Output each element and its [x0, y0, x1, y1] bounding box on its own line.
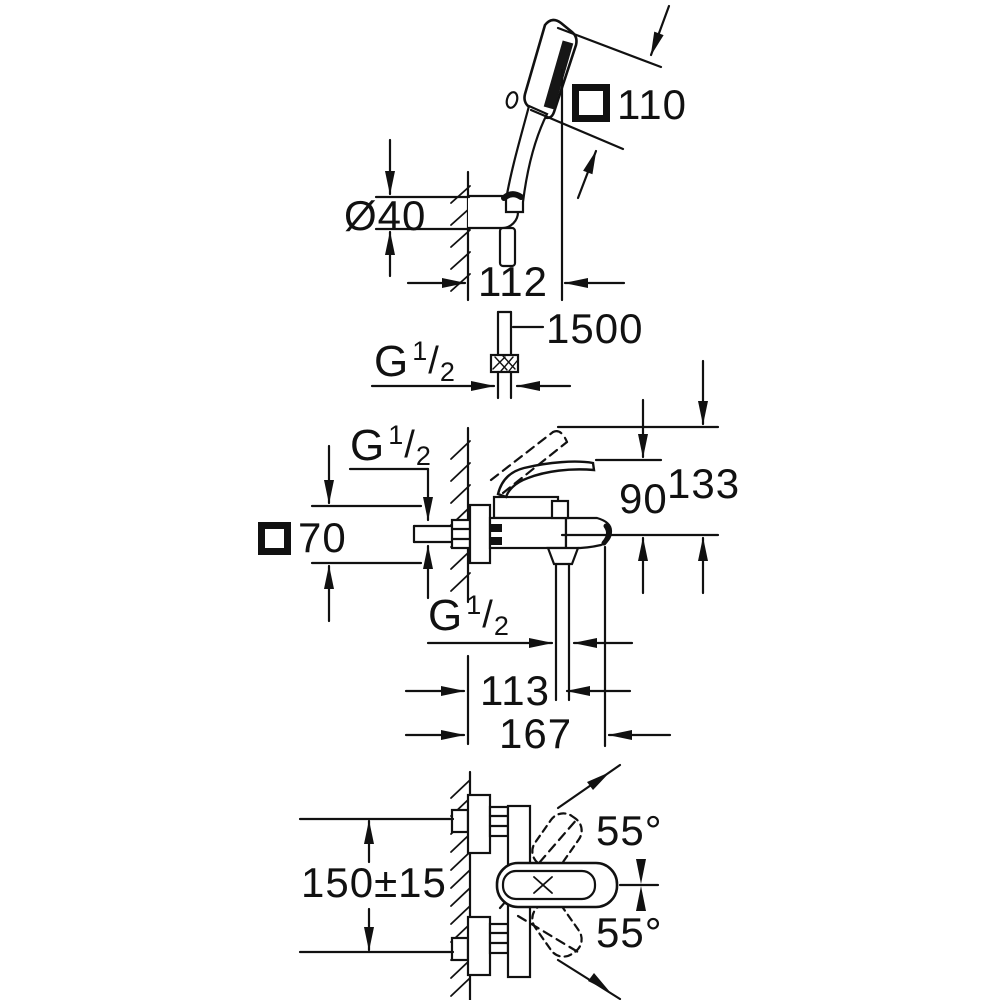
escutcheon — [466, 793, 492, 855]
mixer-side-view — [310, 359, 720, 748]
lever-raised-dashed — [489, 430, 569, 495]
mixer-top-view — [298, 763, 660, 1000]
dim-112 — [406, 68, 626, 302]
union-nut — [491, 537, 502, 545]
dim-label-133: 133 — [667, 460, 741, 507]
angle-arrow — [636, 886, 646, 911]
outlet-nut — [546, 546, 580, 566]
diverter-knob — [550, 499, 570, 520]
cartridge-housing — [492, 495, 560, 520]
dim-label-167: 167 — [499, 710, 573, 757]
dim-label-sq110: 110 — [572, 84, 687, 126]
lever-handle — [496, 460, 596, 499]
lever-handle — [495, 861, 619, 909]
shower-hose — [489, 310, 520, 400]
lever-grip — [501, 869, 597, 901]
escutcheon — [466, 915, 492, 977]
angle-arrow — [587, 772, 610, 790]
dim-150 — [298, 817, 455, 954]
holder-junction — [501, 191, 524, 201]
shower-handle — [504, 104, 549, 214]
dim-value-70: 70 — [298, 514, 347, 561]
dim-label-112: 112 — [478, 258, 548, 305]
dim-110 — [529, 4, 671, 200]
dim-value-110: 110 — [617, 81, 687, 128]
dim-label-1500: 1500 — [546, 305, 644, 352]
in-wall-connection — [450, 808, 470, 834]
dim-label-150: 150±15 — [301, 859, 447, 906]
dim-label-113: 113 — [480, 667, 550, 714]
square-section-symbol — [258, 522, 291, 555]
handle-swung-up-dashed — [531, 812, 583, 870]
hose-connector-stub — [498, 226, 517, 268]
dim-label-90: 90 — [619, 475, 668, 522]
angle-arrow — [636, 859, 646, 884]
hand-shower-view — [370, 4, 671, 400]
pivot-cross — [533, 876, 553, 894]
dim-70 — [310, 444, 423, 623]
dim-label-dia40: Ø40 — [344, 192, 427, 239]
dim-dia40 — [374, 138, 471, 278]
inlet-stub — [412, 518, 472, 550]
in-wall-connection — [450, 936, 470, 962]
shower-button — [505, 91, 519, 109]
dim-label-55-lower: 55° — [596, 909, 663, 956]
angle-arrow — [588, 973, 610, 992]
dim-label-sq70: 70 — [258, 517, 347, 559]
spray-face — [543, 40, 574, 110]
union-nut — [491, 524, 502, 532]
square-section-symbol — [572, 84, 610, 122]
escutcheon — [468, 503, 492, 565]
dim-ghalf-inlet — [348, 467, 433, 600]
dim-label-55-upper: 55° — [596, 807, 663, 854]
